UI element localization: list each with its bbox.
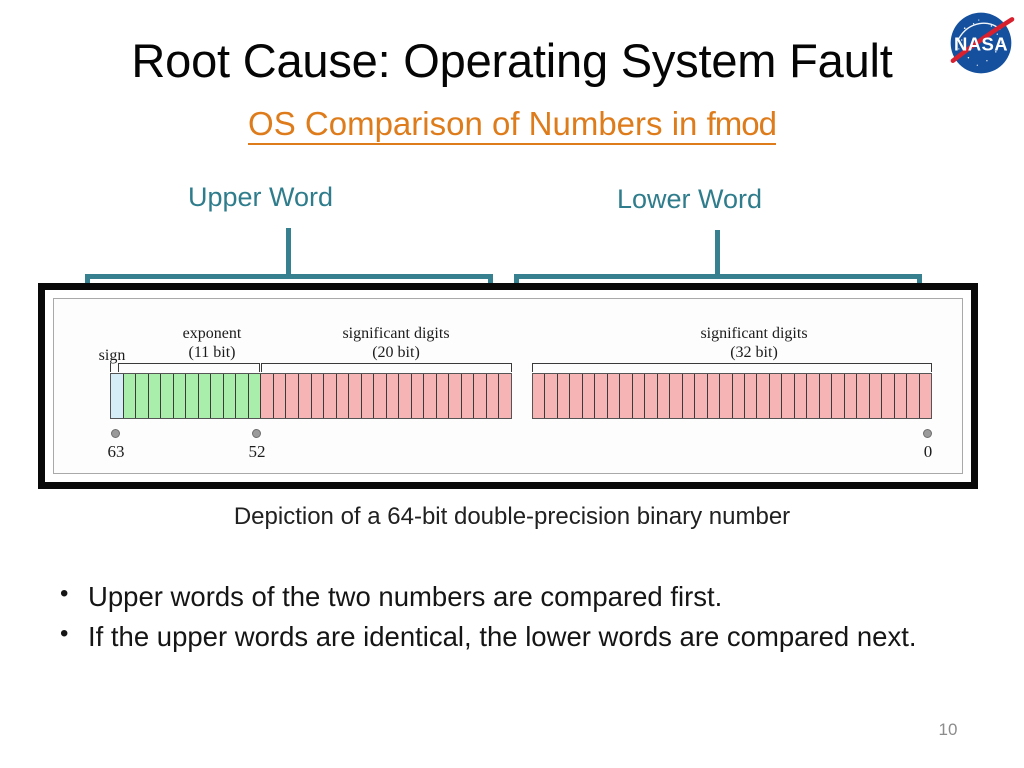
bit-marker-dot-0: [923, 429, 932, 438]
bit-cell-sign: [111, 374, 124, 418]
span-bracket-sign: [110, 363, 111, 372]
bit-marker-label-63: 63: [107, 442, 125, 461]
bit-cell-mantissa: [695, 374, 708, 418]
bit-cell-exponent: [248, 374, 262, 418]
bit-cell-mantissa: [919, 374, 931, 418]
bit-cell-mantissa: [436, 374, 450, 418]
bit-cell-mantissa: [286, 374, 299, 418]
diagram-inner-panel: sign exponent (11 bit) significant digit…: [53, 298, 963, 474]
bit-cell-exponent: [198, 374, 212, 418]
bit-cell-mantissa: [857, 374, 870, 418]
span-bracket-mantissa-high: [261, 363, 512, 372]
bit-cell-mantissa: [486, 374, 500, 418]
bit-cell-mantissa: [411, 374, 425, 418]
bit-cell-mantissa: [386, 374, 400, 418]
bit-cell-mantissa: [449, 374, 462, 418]
bit-cell-mantissa: [298, 374, 312, 418]
bit-cell-mantissa: [311, 374, 325, 418]
bit-cell-mantissa: [632, 374, 646, 418]
bit-cell-mantissa: [424, 374, 437, 418]
bit-cell-mantissa: [732, 374, 745, 418]
nasa-logo: NASA: [944, 6, 1018, 80]
bit-cell-mantissa: [869, 374, 883, 418]
bit-layout-diagram: sign exponent (11 bit) significant digit…: [38, 283, 978, 489]
bit-cell-exponent: [186, 374, 199, 418]
bit-cell-exponent: [223, 374, 237, 418]
bit-cell-mantissa: [720, 374, 733, 418]
bit-cell-mantissa: [707, 374, 721, 418]
bit-cell-mantissa: [682, 374, 696, 418]
bit-cell-mantissa: [620, 374, 633, 418]
figure-caption: Depiction of a 64-bit double-precision b…: [233, 503, 791, 530]
bit-cell-exponent: [123, 374, 137, 418]
page-subtitle: OS Comparison of Numbers in fmod: [0, 105, 1024, 145]
bit-cell-mantissa: [657, 374, 671, 418]
slide-number: 10: [938, 720, 958, 739]
bit-cell-mantissa: [349, 374, 362, 418]
bit-cell-mantissa: [744, 374, 758, 418]
upper-word-label: Upper Word: [188, 182, 334, 212]
bit-cell-mantissa: [894, 374, 908, 418]
upper-word-bit-strip: [110, 373, 512, 419]
bit-marker-label-52: 52: [248, 442, 266, 461]
bit-cell-mantissa: [670, 374, 683, 418]
page-title: Root Cause: Operating System Fault: [131, 34, 893, 87]
bit-cell-mantissa: [336, 374, 350, 418]
bit-cell-mantissa: [782, 374, 795, 418]
bit-cell-mantissa: [819, 374, 833, 418]
list-item: If the upper words are identical, the lo…: [54, 617, 954, 656]
bit-cell-mantissa: [757, 374, 770, 418]
list-item: Upper words of the two numbers are compa…: [54, 577, 954, 616]
bit-cell-mantissa: [545, 374, 558, 418]
bit-marker-label-0: 0: [923, 442, 933, 461]
lower-word-bracket-bar: [514, 274, 922, 279]
upper-word-bracket-stem: [286, 228, 291, 276]
bit-cell-mantissa: [645, 374, 658, 418]
bit-cell-mantissa: [533, 374, 546, 418]
subtitle-text: OS Comparison of Numbers in: [248, 105, 707, 142]
field-label-mantissa-low: significant digits (32 bit): [700, 325, 808, 362]
span-bracket-mantissa-low: [532, 363, 932, 372]
bit-cell-mantissa: [844, 374, 858, 418]
bit-cell-mantissa: [794, 374, 808, 418]
svg-text:NASA: NASA: [954, 33, 1008, 54]
bit-cell-mantissa: [374, 374, 387, 418]
bit-cell-exponent: [136, 374, 149, 418]
bit-cell-mantissa: [907, 374, 920, 418]
lower-word-bracket-stem: [715, 230, 720, 276]
bit-cell-mantissa: [882, 374, 895, 418]
bit-cell-exponent: [211, 374, 224, 418]
bit-cell-mantissa: [273, 374, 287, 418]
bit-cell-mantissa: [832, 374, 845, 418]
bit-cell-mantissa: [807, 374, 820, 418]
bit-cell-mantissa: [769, 374, 783, 418]
field-label-mantissa-high: significant digits (20 bit): [342, 325, 450, 362]
bit-cell-mantissa: [261, 374, 274, 418]
bit-cell-mantissa: [595, 374, 608, 418]
bullet-list: Upper words of the two numbers are compa…: [54, 577, 954, 658]
subtitle-code-word: fmod: [706, 105, 777, 142]
bit-cell-mantissa: [324, 374, 337, 418]
bit-marker-dot-52: [252, 429, 261, 438]
bit-cell-mantissa: [461, 374, 475, 418]
bit-cell-mantissa: [570, 374, 583, 418]
field-label-sign: sign: [98, 347, 126, 364]
span-bracket-exponent: [118, 363, 260, 372]
bit-cell-exponent: [173, 374, 187, 418]
bit-marker-dot-63: [111, 429, 120, 438]
bit-cell-mantissa: [557, 374, 571, 418]
bit-cell-mantissa: [607, 374, 621, 418]
bit-cell-mantissa: [499, 374, 511, 418]
lower-word-bit-strip: [532, 373, 932, 419]
bit-cell-mantissa: [361, 374, 375, 418]
bit-cell-exponent: [161, 374, 174, 418]
upper-word-bracket-bar: [85, 274, 493, 279]
bit-cell-mantissa: [399, 374, 412, 418]
bit-cell-exponent: [236, 374, 249, 418]
field-label-exponent: exponent (11 bit): [182, 325, 242, 362]
bit-cell-exponent: [148, 374, 162, 418]
lower-word-label: Lower Word: [617, 184, 763, 214]
bit-cell-mantissa: [474, 374, 487, 418]
bit-cell-mantissa: [582, 374, 596, 418]
